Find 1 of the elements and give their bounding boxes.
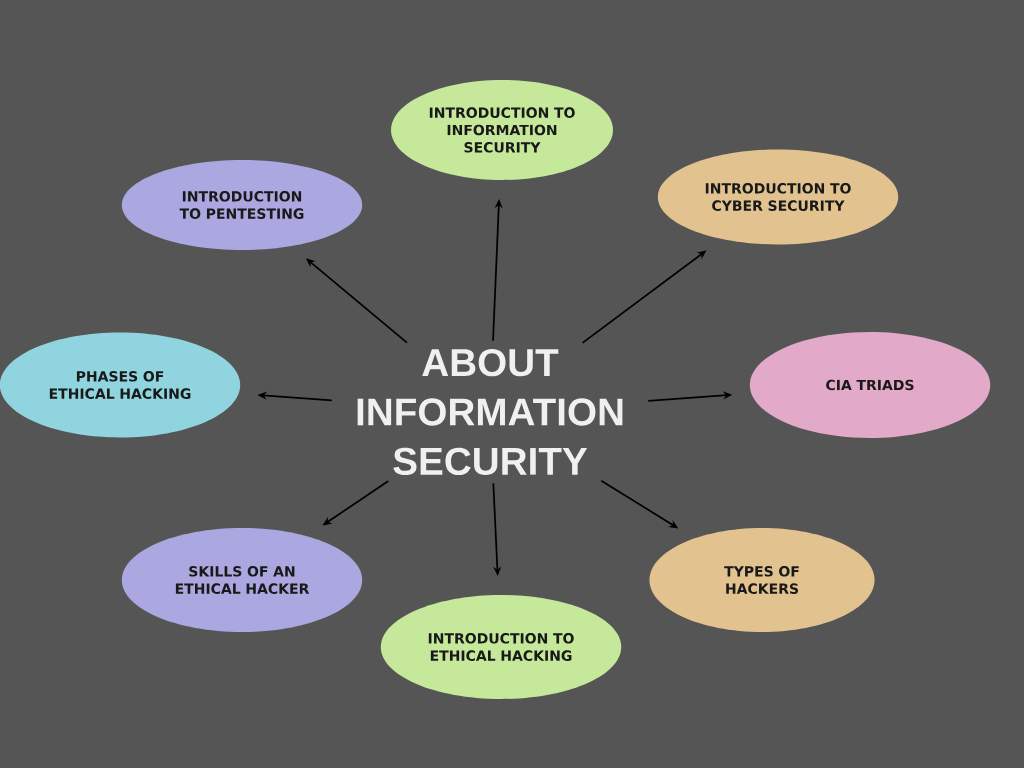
- central-topic: ABOUT INFORMATION SECURITY: [357, 349, 623, 475]
